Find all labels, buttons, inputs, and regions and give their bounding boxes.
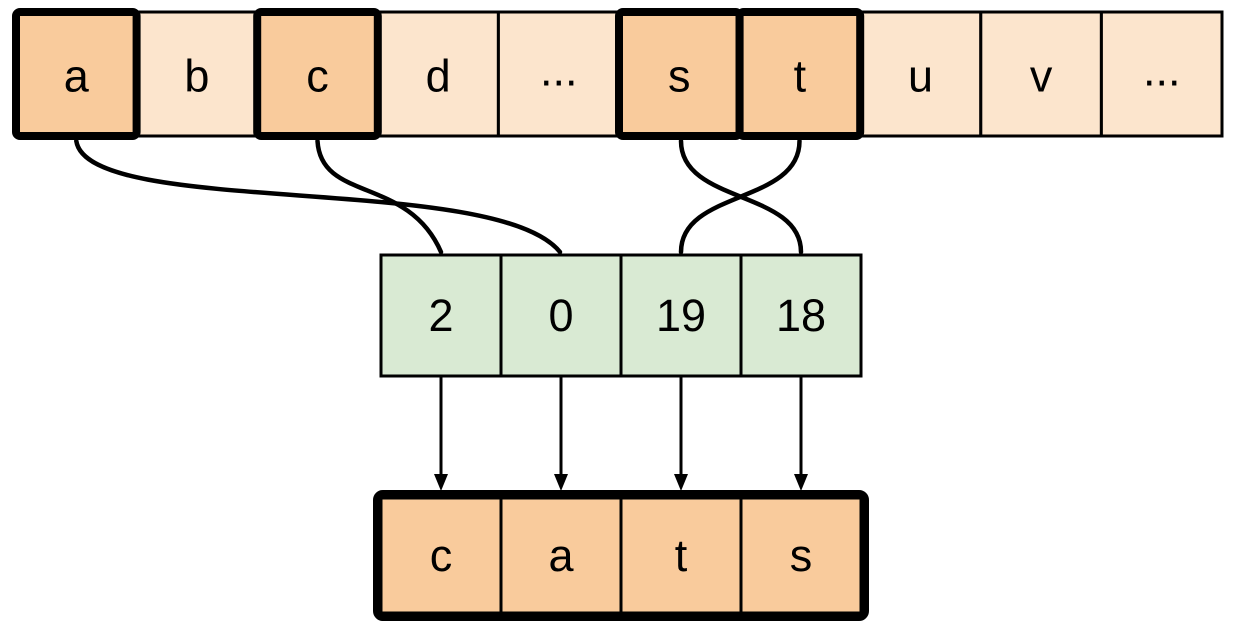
alphabet-cell-v: v [979, 10, 1103, 138]
alphabet-cell-c-box [253, 8, 382, 140]
alphabet-cell-c-label: c [306, 51, 329, 102]
index-cell-2-value: 19 [656, 290, 706, 341]
index-row: 2 0 19 18 [379, 253, 863, 378]
alphabet-cell-c-highlighted: c [253, 8, 382, 140]
mapping-curve-c-to-2 [315, 138, 444, 255]
alphabet-cell-s-label: s [668, 51, 691, 102]
alphabet-cell-b: b [135, 10, 259, 138]
alphabet-cell-v-label: v [1030, 51, 1053, 102]
alphabet-cell-b-label: b [184, 51, 209, 102]
index-cell-1-box [499, 253, 623, 378]
alphabet-cell-ellipsis-1: ... [496, 10, 621, 138]
output-cell-t-label: t [675, 530, 688, 581]
index-cell-0-value: 2 [428, 290, 453, 341]
lookup-arrow-4-head [794, 474, 808, 491]
index-cell-1: 0 [499, 253, 623, 378]
alphabet-cell-d-box [376, 10, 500, 138]
index-cell-0-box [379, 253, 503, 378]
index-cell-2: 19 [619, 253, 743, 378]
output-cell-a: a [499, 496, 623, 615]
alphabet-cell-a-label: a [64, 51, 90, 102]
output-word-frame [373, 490, 869, 621]
mapping-curves [74, 138, 804, 255]
output-cell-c-label: c [430, 530, 453, 581]
alphabet-cell-ellipsis-2-label: ... [1143, 45, 1181, 96]
lookup-arrows [434, 377, 808, 491]
alphabet-cell-ellipsis-2: ... [1099, 10, 1224, 138]
output-cell-c: c [379, 496, 503, 615]
output-cell-a-box [499, 496, 623, 615]
alphabet-cell-a-box [12, 8, 141, 140]
alphabet-cell-t-box [735, 8, 865, 140]
output-cell-s-label: s [790, 530, 813, 581]
lookup-arrow-2 [554, 377, 568, 491]
index-cell-1-value: 0 [548, 290, 573, 341]
alphabet-cell-ellipsis-2-box [1099, 10, 1224, 138]
output-cell-a-label: a [548, 530, 574, 581]
lookup-arrow-3 [674, 377, 688, 491]
lookup-arrow-2-head [554, 474, 568, 491]
output-cell-t-box [619, 496, 743, 615]
index-cell-3-box [739, 253, 863, 378]
lookup-arrow-1 [434, 377, 448, 491]
mapping-curve-a-to-0 [74, 138, 563, 255]
mapping-curve-t-to-19 [678, 138, 802, 255]
alphabet-cell-a-highlighted: a [12, 8, 141, 140]
lookup-arrow-3-head [674, 474, 688, 491]
lookup-arrow-1-head [434, 474, 448, 491]
alphabet-cell-t-highlighted: t [735, 8, 865, 140]
alphabet-cell-u-label: u [908, 51, 933, 102]
lookup-arrow-4 [794, 377, 808, 491]
alphabet-cell-t-label: t [794, 51, 807, 102]
alphabet-cell-v-box [979, 10, 1103, 138]
index-cell-3-value: 18 [776, 290, 826, 341]
alphabet-cell-ellipsis-1-label: ... [540, 45, 578, 96]
index-cell-3: 18 [739, 253, 863, 378]
alphabet-cell-ellipsis-1-box [496, 10, 621, 138]
alphabet-row: b d ... u v ... a c [12, 8, 1224, 140]
output-cell-t: t [619, 496, 743, 615]
alphabet-cell-u: u [858, 10, 983, 138]
alphabet-cell-s-highlighted: s [615, 8, 744, 140]
alphabet-cell-d: d [376, 10, 500, 138]
output-word-row: c a t s [373, 490, 869, 621]
alphabet-cell-d-label: d [426, 51, 451, 102]
output-cell-s: s [739, 496, 863, 615]
index-cell-0: 2 [379, 253, 503, 378]
